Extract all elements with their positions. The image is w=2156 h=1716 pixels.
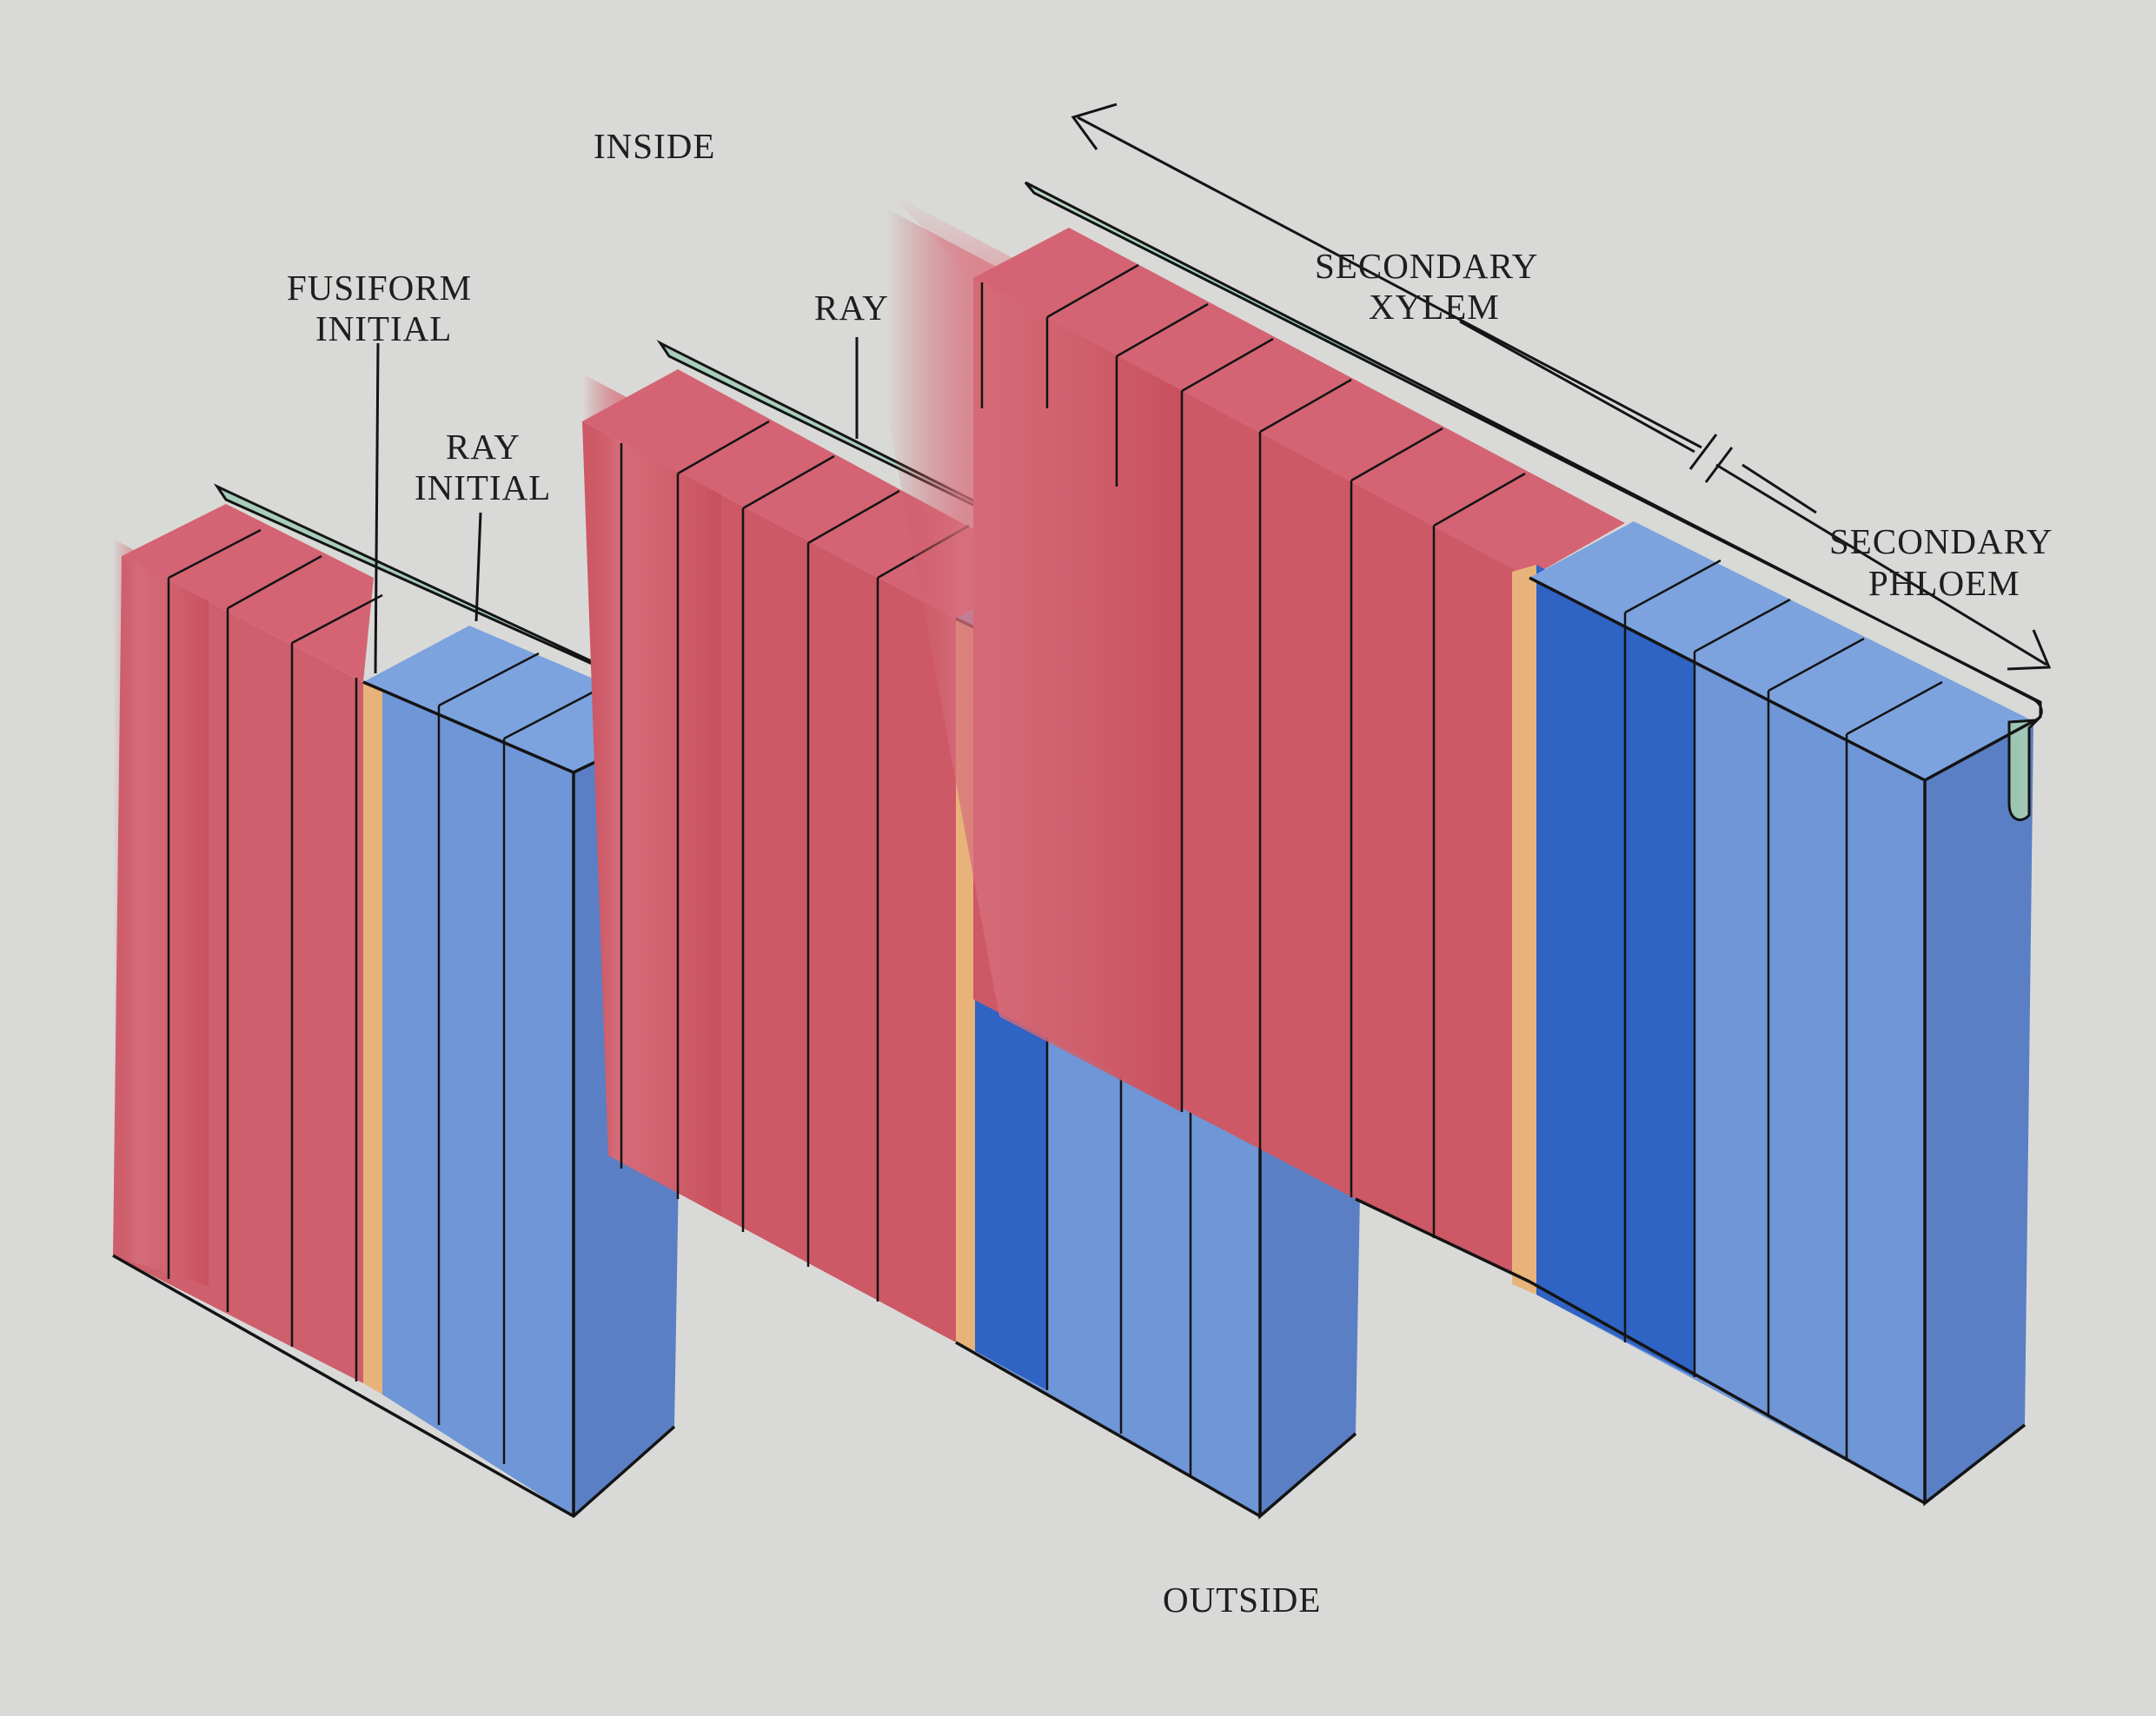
label-ray: RAY xyxy=(814,288,889,328)
label-ray-initial-line2: INITIAL xyxy=(415,467,551,507)
block-3-phloem-top xyxy=(1529,521,2033,780)
label-outside: OUTSIDE xyxy=(1163,1580,1321,1620)
fusiform-initial-leader xyxy=(374,342,380,674)
block-1-phloem-face xyxy=(382,676,574,1516)
label-inside: INSIDE xyxy=(594,126,715,166)
secondary-phloem-arrow xyxy=(1704,447,2052,671)
label-secondary-xylem-line1: SECONDARY xyxy=(1315,246,1538,286)
block-3-xylem-fade xyxy=(886,209,1182,1112)
secondary-phloem-leader xyxy=(1741,463,1817,514)
block-3 xyxy=(886,181,2043,1507)
label-secondary-phloem-line2: PHLOEM xyxy=(1868,563,2020,603)
block-1-phloem-cells xyxy=(437,652,605,1464)
block-1-cambium xyxy=(363,676,382,1395)
block-3-ray-strip xyxy=(1024,181,2043,822)
block-1-outline xyxy=(112,680,687,1519)
block-1-xylem-cells xyxy=(167,528,383,1381)
secondary-xylem-arrow xyxy=(1071,103,1718,470)
block-3-phloem-cells xyxy=(1623,559,1943,1460)
block-3-outline xyxy=(1355,576,2034,1507)
label-secondary-phloem-line1: SECONDARY xyxy=(1829,521,2053,561)
block-3-side-face xyxy=(1925,721,2033,1503)
block-3-cambium xyxy=(1512,565,1536,1295)
label-ray-initial-line1: RAY xyxy=(446,427,521,467)
leader-lines xyxy=(374,320,1817,674)
label-fusiform-initial-line1: FUSIFORM xyxy=(287,268,472,308)
label-fusiform-initial-line2: INITIAL xyxy=(315,308,452,348)
block-3-xylem-cells xyxy=(980,263,1526,1238)
label-secondary-xylem-line2: XYLEM xyxy=(1369,287,1500,327)
block-1-xylem-fade xyxy=(113,539,209,1286)
block-1-xylem-top xyxy=(122,504,374,682)
ray-initial-leader xyxy=(474,512,482,622)
block-3-phloem-dark xyxy=(1536,565,1695,1377)
labels: INSIDE OUTSIDE FUSIFORM INITIAL RAY INIT… xyxy=(287,126,2053,1620)
block-3-xylem-top xyxy=(973,228,1625,578)
block-2-xylem-fade xyxy=(582,374,721,1216)
secondary-xylem-leader xyxy=(1459,320,1695,454)
